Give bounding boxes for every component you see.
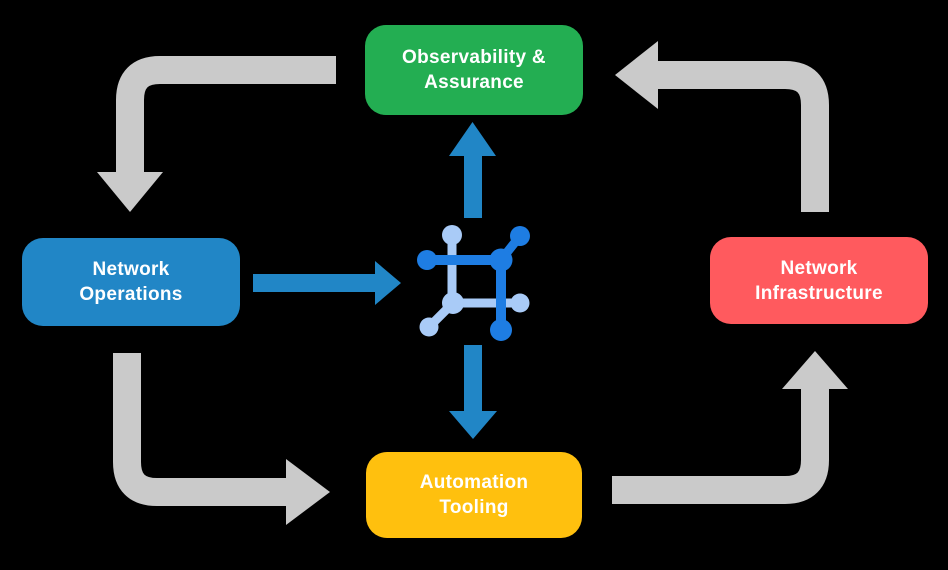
blue-arrow-operations-to-center	[253, 261, 401, 305]
node-automation-tooling: Automation Tooling	[366, 452, 582, 538]
arrowhead-left-icon	[615, 41, 658, 109]
network-mesh-dark-dots	[417, 226, 530, 341]
cycle-arrow-automation-to-infrastructure	[612, 351, 848, 504]
node-network-operations: Network Operations	[22, 238, 240, 326]
network-mesh-light-dots	[419, 225, 530, 337]
cycle-arrow-shaft	[658, 61, 829, 212]
cycle-arrow-operations-to-automation	[113, 353, 330, 525]
arrowhead-down-icon	[97, 172, 163, 212]
node-label-line: Tooling	[439, 497, 509, 518]
node-network-infrastructure: Network Infrastructure	[710, 237, 928, 324]
blue-arrow-center-to-automation	[449, 345, 497, 439]
cycle-arrow-infrastructure-to-observability	[615, 41, 829, 212]
node-label-line: Operations	[79, 284, 183, 305]
node-label-line: Assurance	[424, 72, 524, 93]
cycle-arrow-shaft	[113, 353, 288, 506]
network-mesh-icon	[417, 225, 530, 341]
arrowhead-up-icon	[782, 351, 848, 389]
cycle-arrow-shaft	[612, 388, 829, 504]
blue-arrow-center-to-observability	[449, 122, 496, 218]
cycle-arrow-shaft	[116, 56, 336, 174]
node-label-line: Infrastructure	[755, 282, 883, 304]
node-label-line: Observability &	[402, 47, 546, 68]
node-label-line: Network	[92, 259, 170, 280]
node-label-line: Automation	[419, 472, 529, 493]
cycle-arrow-observability-to-operations	[97, 56, 336, 212]
arrowhead-right-icon	[286, 459, 330, 525]
node-observability-assurance: Observability & Assurance	[365, 25, 583, 115]
node-label-line: Network	[780, 257, 858, 279]
